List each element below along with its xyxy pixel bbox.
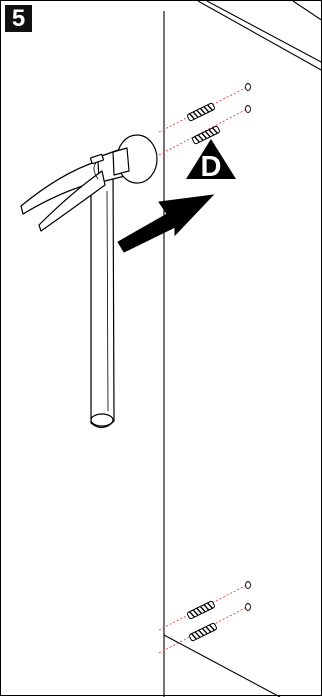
arrow-icon	[117, 194, 215, 253]
cabinet-panel	[163, 1, 322, 697]
anchor-plug-icon	[192, 125, 220, 145]
drill-holes	[245, 83, 251, 611]
anchor-plug-icon	[189, 622, 217, 642]
step-number-badge: 5	[5, 5, 32, 32]
drill-hole	[245, 105, 251, 113]
warning-triangle-icon: D	[186, 139, 236, 183]
drill-hole	[245, 581, 251, 589]
drill-hole	[245, 603, 251, 611]
drill-hole	[245, 83, 251, 91]
anchor-plug-icon	[187, 600, 215, 620]
marker-label: D	[201, 151, 222, 183]
anchor-plug-icon	[187, 102, 215, 122]
hammer-icon	[20, 134, 158, 429]
